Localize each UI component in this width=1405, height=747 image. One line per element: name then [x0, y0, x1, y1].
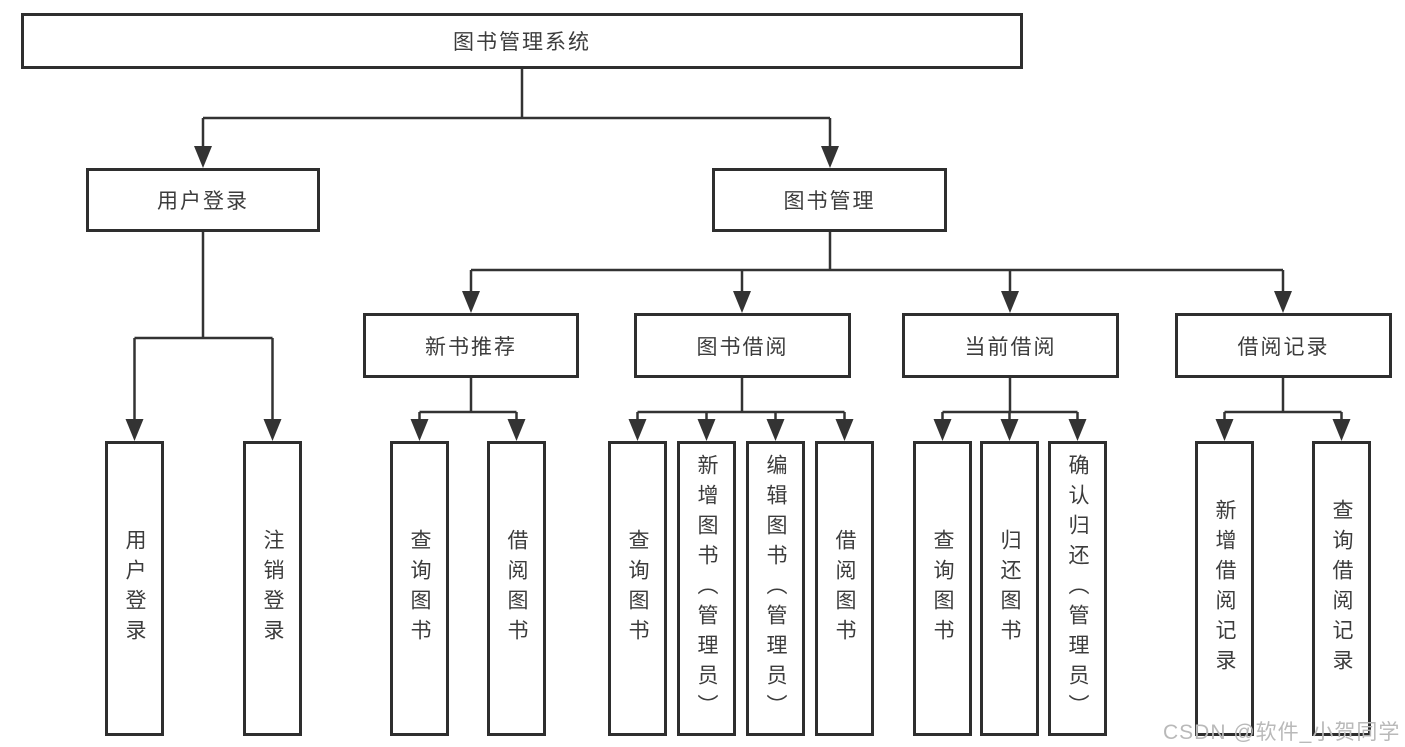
leaf-return-books: 归还图书 — [980, 441, 1039, 736]
leaf-edit-books-admin: 编辑图书（管理员） — [746, 441, 805, 736]
leaf-label: 查询图书 — [931, 528, 954, 649]
leaf-label: 用户登录 — [123, 528, 146, 649]
leaf-label: 查询借阅记录 — [1330, 498, 1353, 679]
node-book-management-branch: 图书管理 — [712, 168, 947, 232]
csdn-watermark: CSDN @软件_小贺同学 — [1163, 721, 1401, 744]
leaf-label: 注销登录 — [261, 528, 284, 649]
node-book-borrowing: 图书借阅 — [634, 313, 851, 378]
leaf-label: 查询图书 — [408, 528, 431, 649]
node-current-borrowing: 当前借阅 — [902, 313, 1119, 378]
leaf-query-books-recommend: 查询图书 — [390, 441, 449, 736]
leaf-label: 借阅图书 — [833, 528, 856, 649]
leaf-label: 借阅图书 — [505, 528, 528, 649]
leaf-label: 新增图书（管理员） — [695, 453, 718, 724]
leaf-label: 查询图书 — [626, 528, 649, 649]
leaf-label: 归还图书 — [998, 528, 1021, 649]
leaf-confirm-return-admin: 确认归还（管理员） — [1048, 441, 1107, 736]
leaf-add-books-admin: 新增图书（管理员） — [677, 441, 736, 736]
leaf-user-login: 用户登录 — [105, 441, 164, 736]
node-borrowing-records: 借阅记录 — [1175, 313, 1392, 378]
leaf-borrow-books-recommend: 借阅图书 — [487, 441, 546, 736]
leaf-label: 新增借阅记录 — [1213, 498, 1236, 679]
node-new-book-recommendation: 新书推荐 — [363, 313, 579, 378]
leaf-query-borrow-record: 查询借阅记录 — [1312, 441, 1371, 736]
node-root-system: 图书管理系统 — [21, 13, 1023, 69]
leaf-borrow-books: 借阅图书 — [815, 441, 874, 736]
leaf-query-books-borrowing: 查询图书 — [608, 441, 667, 736]
leaf-query-books-current: 查询图书 — [913, 441, 972, 736]
leaf-add-borrow-record: 新增借阅记录 — [1195, 441, 1254, 736]
leaf-label: 编辑图书（管理员） — [764, 453, 787, 724]
leaf-label: 确认归还（管理员） — [1066, 453, 1089, 724]
leaf-logout: 注销登录 — [243, 441, 302, 736]
node-user-login-branch: 用户登录 — [86, 168, 320, 232]
